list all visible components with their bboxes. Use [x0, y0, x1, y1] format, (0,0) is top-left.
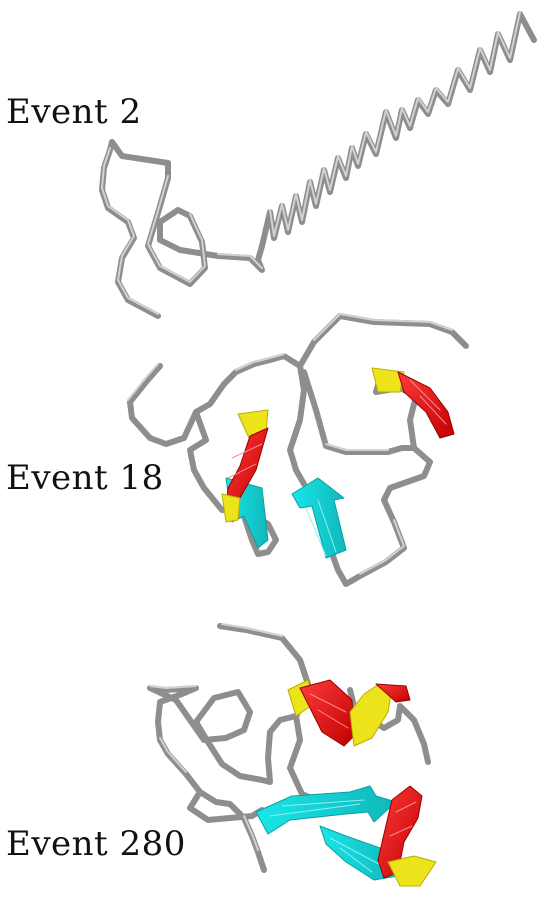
- event-18-coil: [128, 314, 466, 584]
- event-280-structure: [150, 624, 436, 886]
- event-18-structure: [128, 314, 466, 584]
- event-2-structure: [102, 12, 534, 316]
- event-280-beta-strand-1: [256, 786, 396, 834]
- event-2-coil: [102, 12, 534, 316]
- event-18-beta-strand-2: [292, 478, 346, 558]
